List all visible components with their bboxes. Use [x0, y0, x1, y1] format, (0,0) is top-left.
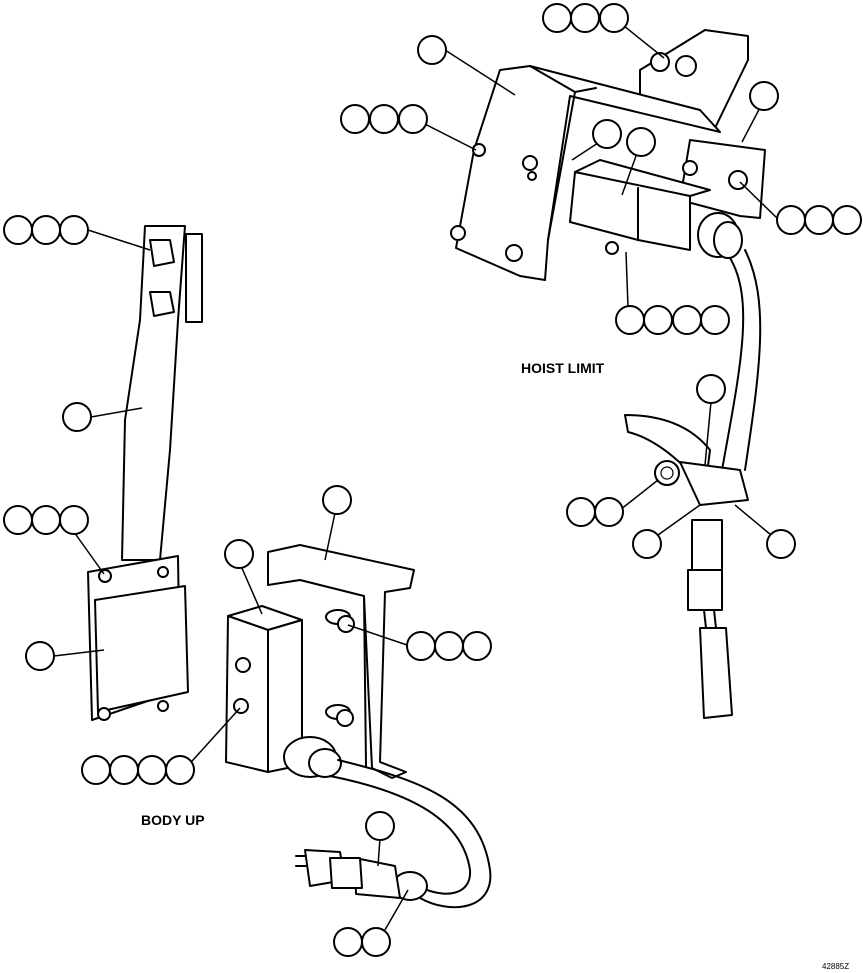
callout-single [417, 35, 516, 96]
body-up-switch [225, 605, 342, 778]
callout-group [3, 215, 151, 251]
callout-single [322, 485, 352, 561]
left-linkage-assembly [87, 225, 203, 721]
callout-single [365, 811, 395, 867]
hoist-limit-switch [569, 159, 743, 259]
callouts [3, 3, 862, 957]
callout-single [734, 504, 796, 559]
callout-single [621, 127, 656, 196]
callout-group [340, 104, 477, 151]
hoist-cable [744, 249, 762, 471]
callout-group [333, 889, 409, 957]
callout-group [615, 251, 730, 335]
callout-single [571, 119, 622, 161]
linkage-arm [121, 225, 186, 561]
hoist-limit-assembly [450, 29, 766, 719]
callout-single [632, 504, 701, 559]
callout-single [25, 641, 105, 671]
body-up-bracket [267, 544, 415, 779]
body-up-assembly [225, 544, 492, 909]
callout-group [566, 479, 659, 527]
hoist-fasteners [450, 52, 748, 262]
body-up-cable [337, 759, 492, 909]
linkage-top-plate [185, 233, 203, 323]
hoist-connector [687, 519, 733, 719]
callout-group [81, 707, 241, 785]
callout-single [62, 402, 143, 432]
callout-group [739, 181, 862, 235]
hoist-limit-label: HOIST LIMIT [521, 360, 605, 376]
drawing-code: 42885Z [822, 962, 849, 971]
body-up-connector [295, 849, 428, 901]
callout-single [224, 539, 263, 615]
body-up-label: BODY UP [141, 812, 205, 828]
left-switch-module [87, 555, 189, 721]
callout-single [696, 374, 726, 466]
callout-group [542, 3, 665, 59]
callout-group [347, 624, 492, 661]
callout-single [741, 81, 779, 143]
body-up-fasteners [325, 609, 355, 727]
callout-group [3, 505, 105, 575]
hoist-side-plate [679, 139, 766, 219]
